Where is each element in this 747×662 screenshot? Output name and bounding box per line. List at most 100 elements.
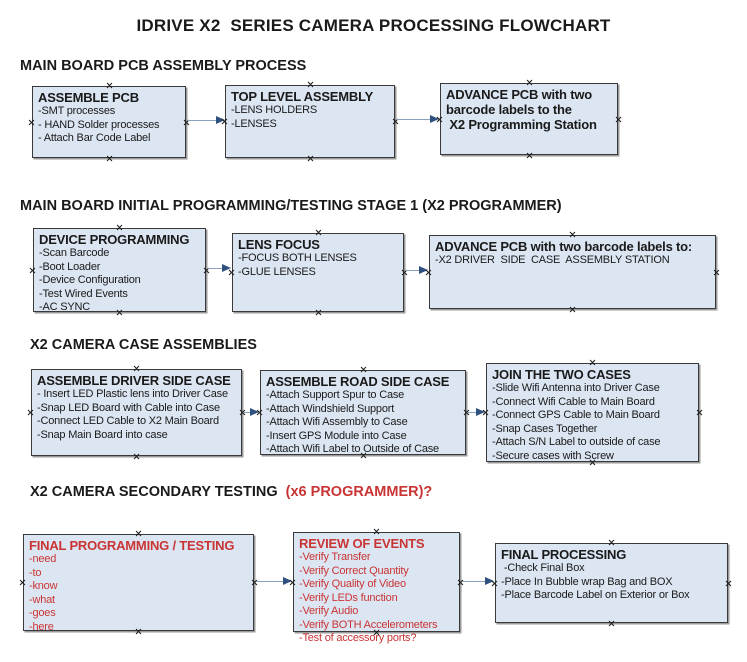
box-item: - Insert LED Plastic lens into Driver Ca… (37, 388, 228, 400)
box-item: -SMT processes (38, 105, 116, 117)
box-item: -Verify Audio (299, 605, 359, 617)
connection-point-icon (457, 579, 464, 586)
box-item: -Verify Correct Quantity (299, 564, 409, 577)
flow-box-top-level-assembly: TOP LEVEL ASSEMBLY -LENS HOLDERS -LENSES (225, 85, 395, 158)
box-item: -Attach S/N Label to outside of case (492, 436, 661, 448)
box-title: TOP LEVEL ASSEMBLY (231, 89, 374, 104)
box-item: -Verify Transfer (299, 551, 371, 563)
box-item: -Verify Quality of Video (299, 578, 406, 590)
connection-point-icon (315, 229, 322, 236)
connection-point-icon (725, 580, 732, 587)
heading-red-part: (x6 PROGRAMMER)? (281, 484, 433, 500)
connection-point-icon (28, 119, 35, 126)
box-item: -Connect Wifi Cable to Main Board (492, 395, 655, 408)
connection-point-icon (360, 366, 367, 373)
box-item: -Test of accessory ports? (299, 632, 417, 644)
box-item: -Scan Barcode (39, 247, 110, 259)
connection-point-icon (713, 269, 720, 276)
box-title: ASSEMBLE ROAD SIDE CASE (266, 374, 450, 389)
section-heading-pcb-assembly: MAIN BOARD PCB ASSEMBLY PROCESS (20, 58, 307, 74)
connector-arrow (208, 263, 231, 272)
box-item: -Boot Loader (39, 260, 101, 273)
box-item: -to (29, 566, 42, 579)
connector-arrow (462, 576, 494, 585)
connection-point-icon (608, 620, 615, 627)
connector-arrow (468, 407, 485, 416)
box-title: barcode labels to the (446, 102, 572, 117)
connection-point-icon (526, 152, 533, 159)
box-item: - HAND Solder processes (38, 118, 160, 131)
connector-arrow (406, 265, 428, 274)
box-title: ASSEMBLE PCB (38, 90, 139, 105)
box-item: -need (29, 553, 57, 565)
box-item: -what (29, 593, 55, 606)
box-item: -Connect LED Cable to X2 Main Board (37, 415, 219, 427)
connection-point-icon (608, 539, 615, 546)
box-item: -Test Wired Events (39, 287, 128, 300)
connection-point-icon (589, 359, 596, 366)
connector-arrow (256, 576, 292, 585)
box-item: -Snap Main Board into case (37, 428, 168, 441)
box-item: - Attach Bar Code Label (38, 132, 151, 144)
connection-point-icon (569, 306, 576, 313)
box-item: -Verify BOTH Accelerometers (299, 618, 438, 631)
connection-point-icon (116, 224, 123, 231)
connection-point-icon (315, 309, 322, 316)
box-item: -Verify LEDs function (299, 591, 398, 604)
flow-box-advance-pcb-case-assembly: ADVANCE PCB with two barcode labels to: … (429, 235, 716, 309)
connection-point-icon (526, 79, 533, 86)
box-item: -Slide Wifi Antenna into Driver Case (492, 382, 660, 394)
box-title: ASSEMBLE DRIVER SIDE CASE (37, 373, 231, 388)
flow-box-assemble-road-side-case: ASSEMBLE ROAD SIDE CASE -Attach Support … (260, 370, 466, 455)
connection-point-icon (373, 528, 380, 535)
connection-point-icon (106, 155, 113, 162)
section-heading-case-assemblies: X2 CAMERA CASE ASSEMBLIES (30, 337, 257, 353)
connection-point-icon (19, 579, 26, 586)
connection-point-icon (27, 409, 34, 416)
box-item: -FOCUS BOTH LENSES (238, 252, 357, 264)
box-title: ADVANCE PCB with two barcode labels to: (435, 239, 693, 254)
connector-arrow (397, 114, 439, 123)
flow-box-lens-focus: LENS FOCUS -FOCUS BOTH LENSES -GLUE LENS… (232, 233, 404, 312)
box-item: -AC SYNC (39, 301, 90, 313)
box-item: -Device Configuration (39, 274, 141, 286)
connection-point-icon (106, 82, 113, 89)
box-item: -Insert GPS Module into Case (266, 429, 407, 442)
box-title: DEVICE PROGRAMMING (39, 232, 190, 247)
page-title: IDRIVE X2 SERIES CAMERA PROCESSING FLOWC… (136, 16, 611, 35)
flow-box-advance-pcb-programming-station: ADVANCE PCB with two barcode labels to t… (440, 83, 618, 155)
box-item: -know (29, 580, 58, 592)
flow-box-assemble-driver-side-case: ASSEMBLE DRIVER SIDE CASE - Insert LED P… (31, 369, 242, 456)
box-item: -here (29, 620, 54, 633)
connection-point-icon (569, 231, 576, 238)
box-title: REVIEW OF EVENTS (299, 536, 425, 551)
connection-point-icon (29, 267, 36, 274)
connection-point-icon (133, 453, 140, 460)
box-item: -goes (29, 607, 56, 619)
box-item: -LENS HOLDERS (231, 104, 318, 116)
box-title: JOIN THE TWO CASES (492, 367, 631, 382)
section-heading-secondary-testing: X2 CAMERA SECONDARY TESTING (x6 PROGRAMM… (30, 484, 432, 500)
connection-point-icon (307, 81, 314, 88)
box-item: -Place In Bubble wrap Bag and BOX (501, 575, 673, 588)
box-item: -LENSES (231, 117, 277, 130)
box-title: FINAL PROGRAMMING / TESTING (29, 538, 235, 553)
box-item: -Snap LED Board with Cable into Case (37, 401, 220, 414)
box-item: -Check Final Box (501, 562, 585, 574)
heading-black-part: X2 CAMERA SECONDARY TESTING (30, 484, 282, 500)
box-item: -Connect GPS Cable to Main Board (492, 409, 660, 421)
flow-box-final-processing: FINAL PROCESSING -Check Final Box -Place… (495, 543, 728, 623)
box-title: X2 Programming Station (446, 117, 597, 132)
connection-point-icon (615, 116, 622, 123)
box-title: LENS FOCUS (238, 237, 320, 252)
box-item: -Attach Wifi Assembly to Case (266, 416, 408, 428)
box-item: -Place Barcode Label on Exterior or Box (501, 589, 690, 601)
flow-box-join-the-two-cases: JOIN THE TWO CASES -Slide Wifi Antenna i… (486, 363, 699, 462)
box-item: -Snap Cases Together (492, 422, 598, 435)
box-item: -Attach Support Spur to Case (266, 389, 405, 401)
box-item: -Attach Windshield Support (266, 402, 395, 415)
flow-box-review-of-events: REVIEW OF EVENTS -Verify Transfer -Verif… (293, 532, 460, 644)
box-title: FINAL PROCESSING (501, 547, 627, 562)
connection-point-icon (135, 530, 142, 537)
